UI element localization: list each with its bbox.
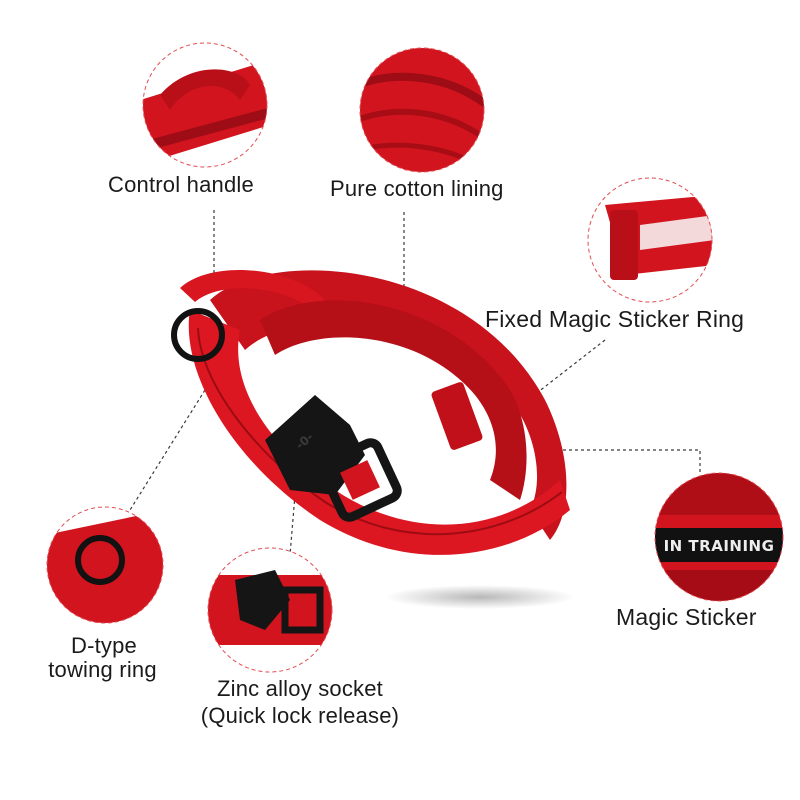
patch-text: IN TRAINING bbox=[663, 537, 775, 555]
label-socket-line1: Zinc alloy socket bbox=[216, 676, 383, 701]
cotton-lining bbox=[260, 300, 527, 500]
detail-d-ring bbox=[46, 506, 164, 624]
collar-main-image: -0- bbox=[171, 269, 575, 609]
label-control-handle: Control handle bbox=[108, 172, 254, 197]
fixed-magic-sticker-ring bbox=[431, 382, 483, 450]
detail-magic-sticker bbox=[654, 472, 784, 602]
detail-cotton-lining bbox=[359, 47, 485, 173]
detail-fixed-ring bbox=[587, 177, 713, 303]
zinc-alloy-buckle: -0- bbox=[265, 395, 402, 522]
collar-front-band bbox=[188, 310, 571, 555]
label-d-ring-line2: towing ring bbox=[48, 657, 157, 682]
d-ring bbox=[171, 308, 225, 362]
collar-back-band bbox=[210, 270, 567, 540]
label-magic-sticker: Magic Sticker bbox=[616, 604, 757, 630]
label-fixed-ring: Fixed Magic Sticker Ring bbox=[485, 306, 745, 332]
collar-shadow bbox=[385, 585, 575, 609]
detail-socket bbox=[207, 547, 333, 673]
control-handle bbox=[180, 269, 325, 312]
label-d-ring-line1: D-type bbox=[71, 633, 137, 658]
detail-control-handle bbox=[142, 42, 268, 168]
label-cotton-lining: Pure cotton lining bbox=[330, 176, 504, 201]
label-socket-line2: (Quick lock release) bbox=[200, 703, 400, 728]
